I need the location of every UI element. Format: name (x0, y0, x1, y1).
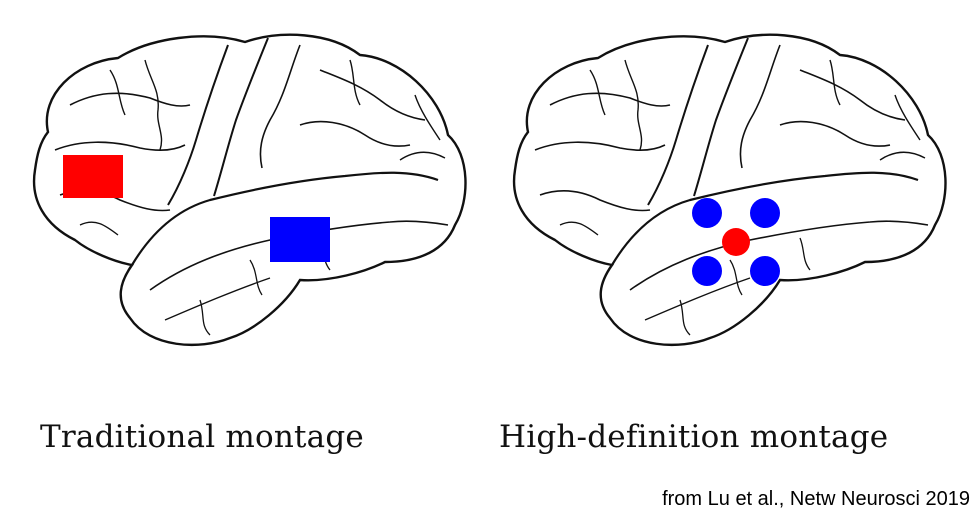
brain-high-definition (512, 33, 947, 347)
center-anode-electrode (722, 228, 750, 256)
anode-electrode-pad (63, 155, 123, 198)
cathode-electrode-bottom-left (692, 256, 722, 286)
cathode-electrode-top-right (750, 198, 780, 228)
citation-text: from Lu et al., Netw Neurosci 2019 (662, 488, 970, 510)
cathode-electrode-bottom-right (750, 256, 780, 286)
high-definition-montage-caption: High-definition montage (499, 419, 889, 455)
cathode-electrode-top-left (692, 198, 722, 228)
traditional-montage-caption: Traditional montage (40, 419, 364, 455)
cathode-electrode-pad (270, 217, 330, 262)
